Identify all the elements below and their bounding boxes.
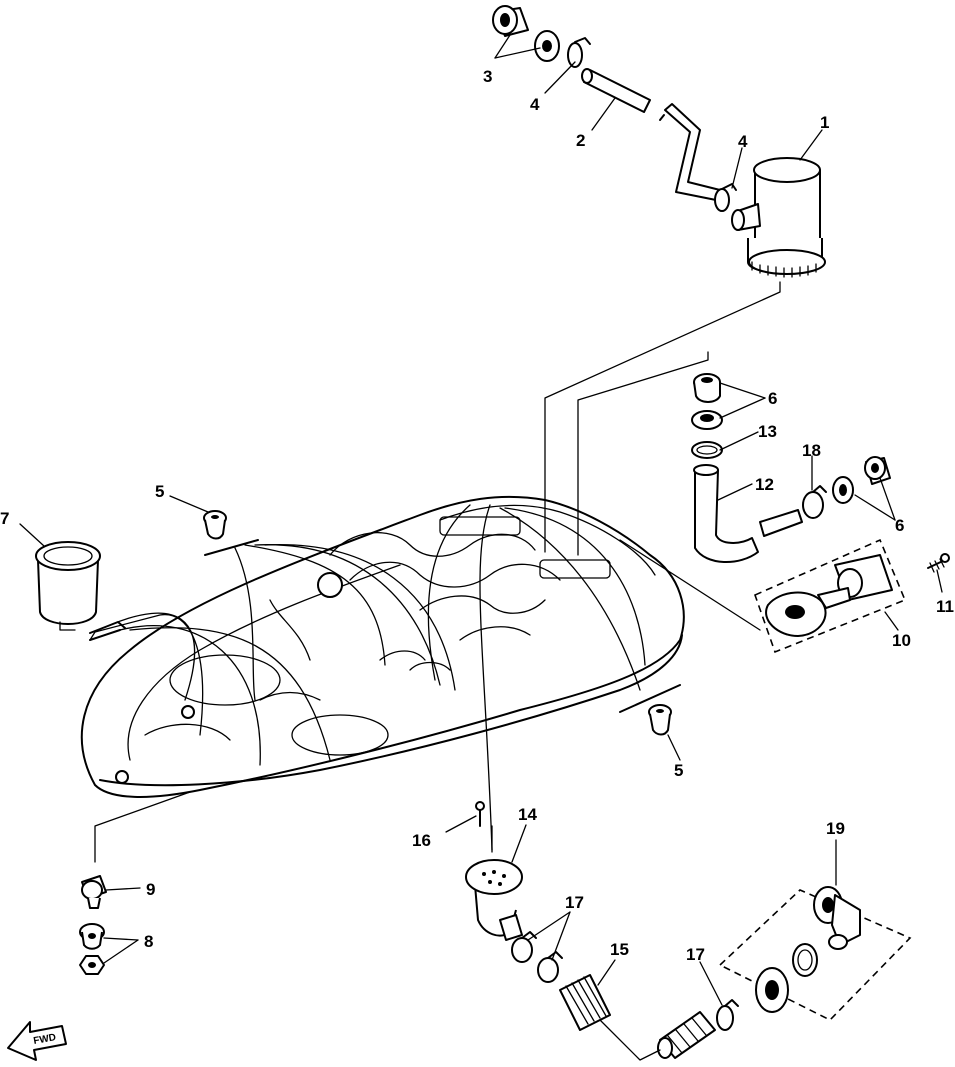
- callout-4: 4: [738, 132, 748, 151]
- callout-13: 13: [758, 422, 777, 441]
- bracket-assembly: [753, 538, 950, 654]
- hose-2-assembly: [492, 5, 737, 212]
- callout-4: 4: [530, 95, 540, 114]
- callout-5: 5: [155, 482, 164, 501]
- callout-12: 12: [755, 475, 774, 494]
- plug-5-lower: [648, 704, 672, 736]
- forward-label: FWD: [33, 1032, 57, 1047]
- callout-11: 11: [936, 597, 954, 616]
- callout-19: 19: [826, 819, 845, 838]
- bilge-pump: [731, 157, 826, 278]
- callout-3: 3: [483, 67, 492, 86]
- plug-9-and-nut-8: [79, 875, 107, 975]
- callout-labels: 3 4 2 1 4 5 7 6 13 12 18 6 11 10 5 9 8 1…: [0, 67, 954, 964]
- forward-arrow-icon: FWD: [7, 1021, 67, 1061]
- callout-8: 8: [144, 932, 153, 951]
- callout-17: 17: [565, 893, 584, 912]
- strainer-assembly: [465, 801, 523, 941]
- callout-5: 5: [674, 761, 683, 780]
- plug-5-upper: [203, 510, 227, 540]
- callout-17: 17: [686, 945, 705, 964]
- leader-lines: [19, 34, 943, 1061]
- callout-14: 14: [518, 805, 537, 824]
- fitting-19-assembly: [718, 886, 912, 1021]
- callout-16: 16: [412, 831, 431, 850]
- callout-6: 6: [768, 389, 777, 408]
- drain-hose-assembly: [691, 373, 891, 564]
- callout-2: 2: [576, 131, 585, 150]
- hose-15-assembly: [511, 931, 739, 1059]
- callout-7: 7: [0, 509, 9, 528]
- callout-18: 18: [802, 441, 821, 460]
- cup-holder: [35, 541, 101, 631]
- callout-6: 6: [895, 516, 904, 535]
- callout-15: 15: [610, 940, 629, 959]
- hose-routing: [89, 504, 681, 851]
- callout-9: 9: [146, 880, 155, 899]
- callout-1: 1: [820, 113, 829, 132]
- callout-10: 10: [892, 631, 911, 650]
